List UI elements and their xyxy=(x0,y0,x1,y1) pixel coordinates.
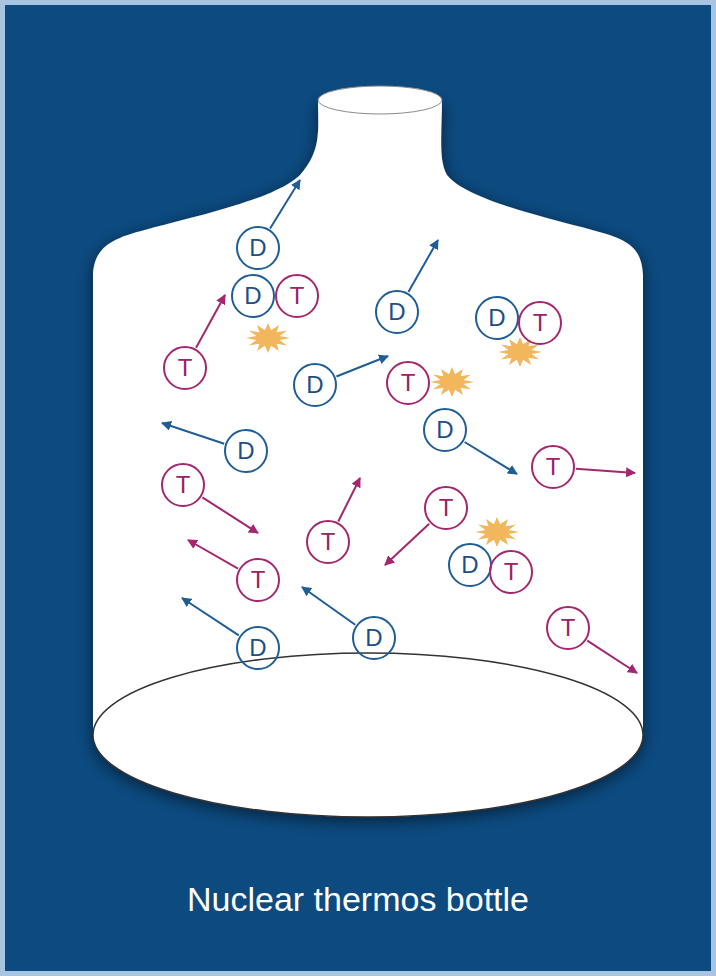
tritium-circle: T xyxy=(424,486,468,530)
tritium-circle: T xyxy=(531,445,575,489)
particle-label: T xyxy=(546,455,561,479)
particle-label: T xyxy=(321,530,336,554)
particle-label: T xyxy=(401,371,416,395)
deuterium-circle: D xyxy=(375,290,419,334)
circle-shape xyxy=(425,487,467,529)
fusion-bursts xyxy=(246,323,542,547)
circle-shape xyxy=(490,551,532,593)
deuterium-circle: D xyxy=(475,296,519,340)
motion-arrow xyxy=(302,587,355,625)
particle-label: D xyxy=(461,553,478,577)
tritium-circle: T xyxy=(161,463,205,507)
tritium-circle: T xyxy=(236,558,280,602)
bottle-base xyxy=(93,653,643,817)
bottle-body xyxy=(93,100,643,817)
circle-shape xyxy=(237,559,279,601)
particle-label: D xyxy=(244,284,261,308)
motion-arrow xyxy=(270,180,300,228)
circle-shape xyxy=(519,302,561,344)
tritium-circle: T xyxy=(386,361,430,405)
deuterium-circle: D xyxy=(423,408,467,452)
circle-shape xyxy=(532,446,574,488)
motion-arrow xyxy=(202,497,258,533)
particle-label: T xyxy=(439,496,454,520)
caption: Nuclear thermos bottle xyxy=(187,881,529,918)
circle-shape xyxy=(237,627,279,669)
deuterium-circle: D xyxy=(448,543,492,587)
motion-arrow xyxy=(587,641,637,673)
particle-label: D xyxy=(249,636,266,660)
particle-label: T xyxy=(251,568,266,592)
tritium-circle: T xyxy=(546,606,590,650)
circle-shape xyxy=(376,291,418,333)
circle-shape xyxy=(476,297,518,339)
motion-arrow xyxy=(162,423,224,444)
circle-shape xyxy=(353,617,395,659)
motion-arrow xyxy=(465,442,517,474)
particle-label: D xyxy=(306,373,323,397)
tritium-circle: T xyxy=(275,274,319,318)
deuterium-circle: D xyxy=(293,363,337,407)
particle-label: D xyxy=(488,306,505,330)
tritium-circle: T xyxy=(306,520,350,564)
motion-arrow xyxy=(576,469,635,473)
particle-label: T xyxy=(176,473,191,497)
motion-arrow xyxy=(182,598,239,635)
bottle-mouth xyxy=(318,86,442,114)
tritium-circle: T xyxy=(163,346,207,390)
particle-label: D xyxy=(249,236,266,260)
deuterium-circle: D xyxy=(352,616,396,660)
fusion-burst xyxy=(498,337,542,367)
tritium-circle: T xyxy=(518,301,562,345)
circle-shape xyxy=(276,275,318,317)
particle-label: T xyxy=(561,616,576,640)
particle-label: T xyxy=(533,311,548,335)
circle-shape xyxy=(237,227,279,269)
fusion-burst xyxy=(430,367,474,397)
fusion-burst xyxy=(475,517,519,547)
circle-shape xyxy=(547,607,589,649)
fusion-burst xyxy=(246,323,290,353)
deuterium-circle: D xyxy=(236,626,280,670)
circle-shape xyxy=(387,362,429,404)
circle-shape xyxy=(232,275,274,317)
particle-label: D xyxy=(436,418,453,442)
circle-shape xyxy=(424,409,466,451)
circle-shape xyxy=(225,430,267,472)
motion-arrow xyxy=(338,478,360,521)
deuterium-circle: D xyxy=(224,429,268,473)
particle-label: D xyxy=(388,300,405,324)
tritium-circle: T xyxy=(489,550,533,594)
motion-arrow xyxy=(336,356,388,377)
circle-shape xyxy=(449,544,491,586)
motion-arrow xyxy=(385,524,429,565)
motion-arrow xyxy=(188,540,238,569)
motion-arrow xyxy=(408,240,438,292)
particle-label: T xyxy=(178,356,193,380)
circle-shape xyxy=(164,347,206,389)
particle-label: D xyxy=(237,439,254,463)
particle-label: D xyxy=(365,626,382,650)
particle-label: T xyxy=(290,284,305,308)
circle-shape xyxy=(307,521,349,563)
deuterium-circle: D xyxy=(236,226,280,270)
motion-arrow xyxy=(196,295,225,348)
motion-arrows xyxy=(162,180,637,673)
circle-shape xyxy=(294,364,336,406)
deuterium-circle: D xyxy=(231,274,275,318)
circle-shape xyxy=(162,464,204,506)
particle-label: T xyxy=(504,560,519,584)
